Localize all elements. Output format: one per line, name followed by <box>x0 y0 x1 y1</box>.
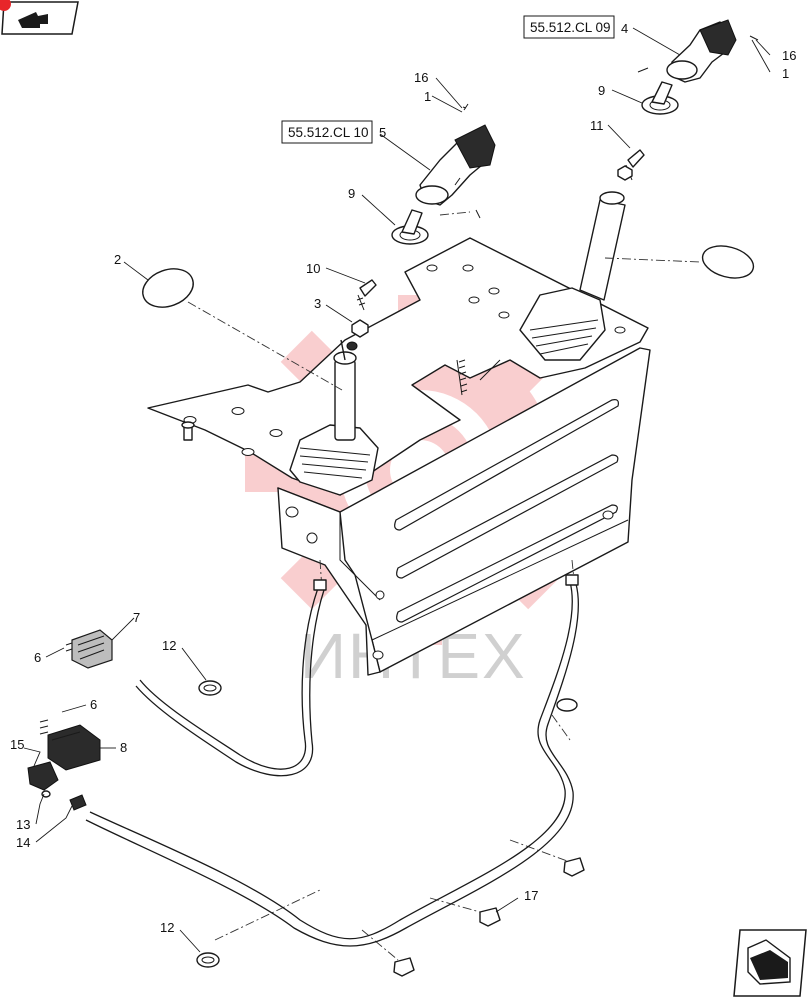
callout-6-mid: 6 <box>90 697 97 712</box>
grommets-17 <box>393 857 585 977</box>
callout-16-left: 16 <box>414 70 428 85</box>
callout-17: 17 <box>524 888 538 903</box>
leader-lines <box>23 27 771 953</box>
ref-box-55-512-cl-09[interactable]: 55.512.CL 09 <box>523 15 615 39</box>
screws <box>454 35 759 219</box>
left-nut <box>351 319 369 338</box>
callout-10: 10 <box>306 261 320 276</box>
right-joystick-assembly <box>519 191 626 361</box>
previous-page-arrow-icon[interactable] <box>0 0 79 35</box>
callout-9-right: 9 <box>598 83 605 98</box>
next-page-arrow-icon[interactable] <box>733 929 807 997</box>
hose-clamp-12-top <box>198 680 222 696</box>
left-joystick-assembly <box>289 339 379 496</box>
callout-13: 13 <box>16 817 30 832</box>
callout-1-left: 1 <box>424 89 431 104</box>
callout-12-top: 12 <box>162 638 176 653</box>
callout-9-left: 9 <box>348 186 355 201</box>
seal-ring-2 <box>142 268 194 308</box>
right-boot-ring <box>641 81 679 115</box>
callout-14: 14 <box>16 835 30 850</box>
ref-box-55-512-cl-10[interactable]: 55.512.CL 10 <box>281 120 373 144</box>
svg-text:55.512.CL 10: 55.512.CL 10 <box>288 125 369 140</box>
connector-8 <box>39 719 101 771</box>
callout-11: 11 <box>590 118 604 133</box>
connector-15 <box>27 761 59 798</box>
callout-8: 8 <box>120 740 127 755</box>
callout-1-right: 1 <box>782 66 789 81</box>
left-spring-pin <box>356 279 377 311</box>
right-nut <box>617 165 633 181</box>
left-joystick-grip <box>415 124 496 206</box>
callout-15: 15 <box>10 737 24 752</box>
callout-4: 4 <box>621 21 628 36</box>
hoses <box>85 574 580 947</box>
callout-2: 2 <box>114 252 121 267</box>
callout-3: 3 <box>314 296 321 311</box>
console-frame <box>147 237 651 676</box>
left-boot-ring <box>391 209 429 245</box>
connector-14 <box>69 794 87 811</box>
seal-ring-right <box>701 245 755 279</box>
svg-text:55.512.CL 09: 55.512.CL 09 <box>530 20 611 35</box>
callout-12-bottom: 12 <box>160 920 174 935</box>
callout-6-top: 6 <box>34 650 41 665</box>
connector-7 <box>65 629 113 669</box>
callout-16-right: 16 <box>782 48 796 63</box>
callout-7: 7 <box>133 610 140 625</box>
right-joystick-grip <box>666 19 737 83</box>
callout-labels: 16 4 1 9 11 16 1 5 9 2 10 3 7 6 12 6 15 … <box>10 21 796 935</box>
cable-clip-right <box>556 698 578 712</box>
hose-clamp-12-bottom <box>196 952 220 968</box>
callout-5: 5 <box>379 125 386 140</box>
